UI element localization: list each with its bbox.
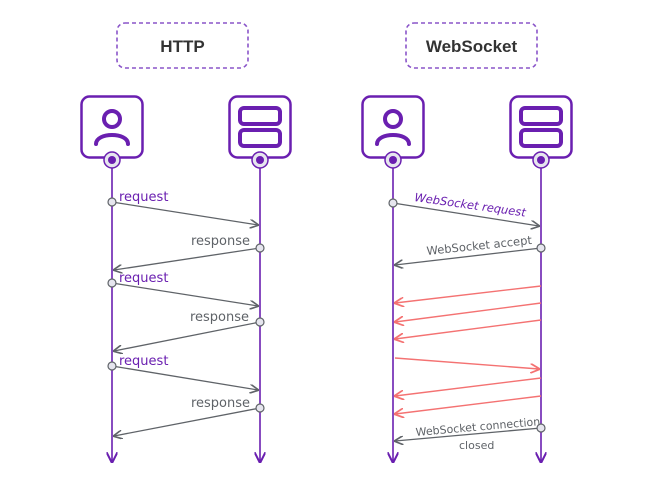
ws-close-label-line1: WebSocket connection [415, 415, 541, 439]
http-request-label-2: request [119, 271, 168, 286]
ws-frame-server-to-client [395, 395, 542, 414]
http-response-1: response [114, 234, 265, 270]
ws-frame-client-to-server [394, 357, 539, 369]
ws-connection-close: WebSocket connection closed [395, 415, 546, 452]
server-icon [228, 95, 292, 159]
http-response-label-3: response [191, 396, 250, 411]
ws-frame-server-to-client [395, 302, 542, 322]
ws-handshake-request: WebSocket request [388, 190, 539, 226]
http-response-2: response [114, 310, 265, 351]
http-request-label-1: request [119, 190, 168, 205]
ws-handshake-accept: WebSocket accept [395, 233, 546, 265]
ws-frame-server-to-client [395, 377, 542, 396]
ws-frame-server-to-client [395, 319, 542, 339]
user-icon [361, 95, 425, 159]
ws-close-label-line2: closed [459, 439, 494, 452]
http-response-label-1: response [191, 234, 250, 249]
user-icon [80, 95, 144, 159]
http-title-box: HTTP [116, 22, 249, 69]
http-request-1: request [107, 190, 258, 225]
websocket-title-box: WebSocket [405, 22, 538, 69]
http-request-3: request [107, 354, 258, 390]
http-request-2: request [107, 271, 258, 306]
ws-accept-label: WebSocket accept [426, 233, 533, 258]
http-response-3: response [114, 396, 265, 436]
http-title: HTTP [160, 37, 204, 56]
ws-data-frames [394, 285, 542, 414]
server-icon [509, 95, 573, 159]
websocket-title: WebSocket [426, 37, 518, 56]
http-request-label-3: request [119, 354, 168, 369]
ws-frame-server-to-client [395, 285, 542, 303]
http-response-label-2: response [190, 310, 249, 325]
